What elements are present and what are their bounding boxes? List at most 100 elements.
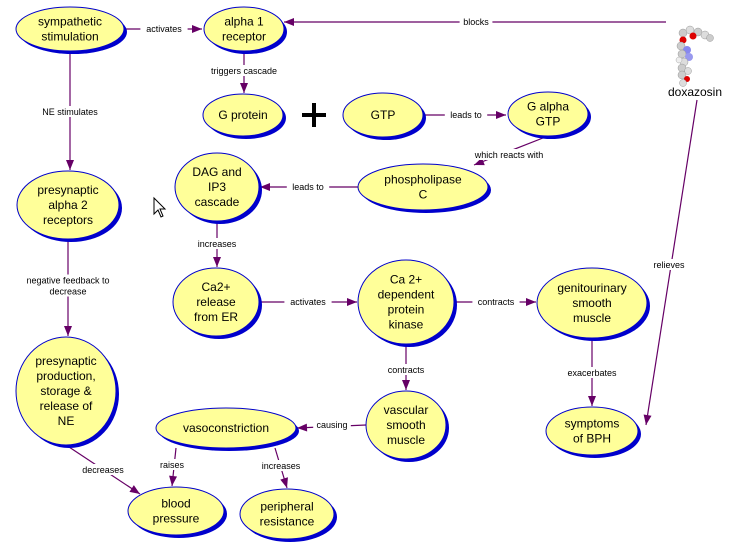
link-alpha1-to-gprot[interactable]: triggers cascade [203,51,285,93]
node-shape [155,407,297,449]
arrowhead-icon [64,326,72,336]
arrowhead-icon [297,423,308,432]
link-vasoc-to-bp[interactable]: raises [155,447,189,487]
link-symp-to-alpha1[interactable]: activates [124,23,202,34]
node-gprot[interactable]: G protein [202,93,286,139]
link-plc-to-dag[interactable]: leads to [260,181,358,192]
node-shape [203,6,285,52]
link-label: exacerbates [567,368,617,378]
node-label: alpha 2 [48,198,88,212]
node-vasoc[interactable]: vasoconstriction [155,407,299,451]
node-label: kinase [389,318,424,332]
link-capk-to-gusm[interactable]: contracts [454,296,536,307]
arrowhead-icon [280,477,288,488]
link-gusm-to-bph[interactable]: exacerbates [563,338,621,406]
link-label-bg [257,460,305,471]
node-label: phospholipase [384,173,462,187]
node-label: smooth [572,296,611,310]
node-label: muscle [573,311,611,325]
link-vsm-to-vasoc[interactable]: causing [296,419,367,432]
link-ca2rel-to-capk[interactable]: activates [259,296,357,307]
node-label: DAG and [192,165,241,179]
link-doxazosin-to-bph[interactable]: relieves [643,99,698,426]
link-prene-to-bp[interactable]: decreases [65,444,141,495]
node-label: dependent [378,288,435,302]
link-label-bg [203,65,285,76]
node-shape [545,406,639,456]
node-label: IP3 [208,180,226,194]
node-label: release of [40,399,93,413]
link-label: activates [146,24,182,34]
node-label: symptoms [565,417,620,431]
link-label-bg [193,238,241,249]
node-label: blood [161,497,190,511]
link-vasoc-to-pr[interactable]: increases [257,447,305,489]
link-label: decreases [82,465,124,475]
arrowhead-icon [129,485,140,494]
plus-sign [302,103,326,127]
node-label: GTP [536,115,561,129]
link-label: blocks [463,17,489,27]
link-label-bg [286,181,330,192]
link-doxazosin-to-alpha1[interactable]: blocks [284,16,666,27]
link-label-bg [444,109,488,120]
node-label: receptors [43,213,93,227]
link-label-bg [46,285,90,297]
arrowhead-icon [66,160,74,170]
link-label: activates [290,297,326,307]
arrowhead-icon [402,380,410,390]
node-label: GTP [371,108,396,122]
link-label: which reacts with [474,150,544,160]
node-shape [202,93,284,137]
node-label: receptor [222,30,266,44]
node-shape [15,336,117,446]
link-label-bg [155,459,189,470]
link-label-bg [647,259,691,270]
node-label: C [419,188,428,202]
link-capk-to-vsm[interactable]: contracts [382,344,430,390]
node-label: presynaptic [37,183,98,197]
arrowhead-icon [169,475,178,486]
node-label: stimulation [41,30,98,44]
link-galpha-to-plc[interactable]: which reacts with [466,135,552,166]
node-label: protein [388,303,425,317]
node-label: sympathetic [38,15,102,29]
link-label: raises [160,460,185,470]
link-label: negative feedback to [26,276,109,286]
arrowhead-icon [192,25,202,33]
node-label: from ER [194,310,238,324]
node-shape [174,152,260,222]
doxazosin-molecule-image[interactable]: doxazosin [668,25,722,99]
link-label-bg [18,274,118,286]
node-label: pressure [153,512,200,526]
node-label: vasoconstriction [183,421,269,435]
node-label: resistance [260,515,315,529]
node-gtp[interactable]: GTP [342,92,426,140]
link-label: contracts [478,297,515,307]
link-symp-to-alpha2[interactable]: NE stimulates [36,51,104,170]
arrowhead-icon [260,183,270,191]
link-label-bg [472,296,520,307]
link-gtp-to-galpha[interactable]: leads to [423,109,506,120]
node-label: G protein [218,108,267,122]
node-shape [127,486,225,536]
link-dag-to-ca2rel[interactable]: increases [193,221,241,267]
link-label: increases [198,239,237,249]
link-label: relieves [653,260,685,270]
